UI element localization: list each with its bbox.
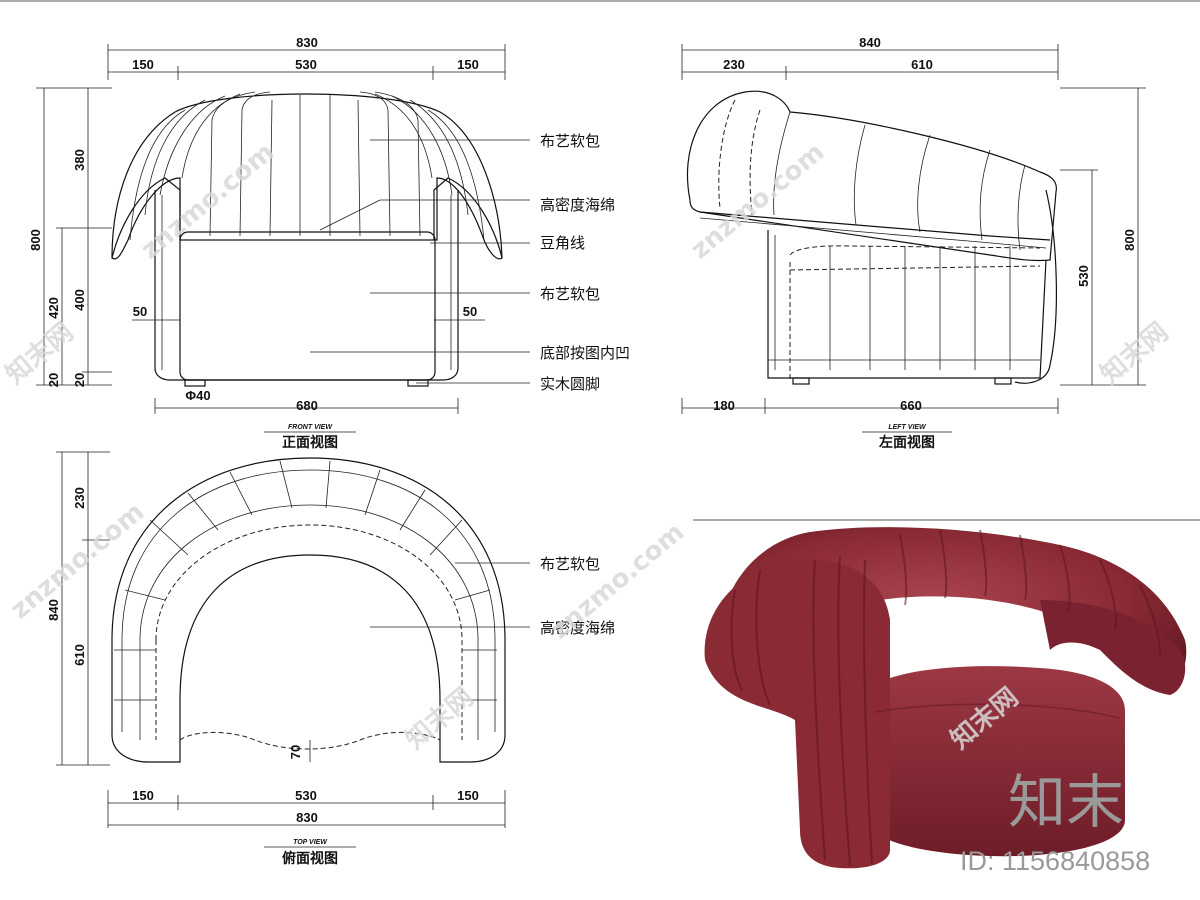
front-inset-left: 50	[133, 304, 147, 319]
left-bottom-right: 660	[900, 398, 922, 413]
left-front-part: 230	[723, 57, 745, 72]
left-overall-depth: 840	[859, 35, 881, 50]
front-top-dimensions: 830 150 530 150	[107, 35, 506, 80]
left-bottom-dimensions: 180 660	[681, 398, 1059, 414]
note-fabric-upholstery-1: 布艺软包	[540, 132, 600, 150]
front-view-title-cn: 正面视图	[282, 434, 338, 451]
top-view-title-cn: 俯面视图	[282, 850, 338, 867]
watermark-layer: znzmo.com znzmo.com znzmo.com znzmo.com …	[0, 137, 1174, 755]
front-leg-diameter: Φ40	[185, 388, 210, 403]
left-rear-part: 610	[911, 57, 933, 72]
top-middle: 530	[295, 788, 317, 803]
top-side-right: 150	[457, 788, 479, 803]
top-side-left: 150	[132, 788, 154, 803]
left-view: 840 230 610 800 530	[681, 35, 1146, 451]
watermark-cn-1: 知末网	[0, 317, 79, 390]
left-bottom-left: 180	[713, 398, 735, 413]
note-bottom-recessed: 底部按图内凹	[540, 344, 630, 362]
note-fabric-upholstery-3: 布艺软包	[540, 555, 600, 573]
note-high-density-sponge-1: 高密度海绵	[540, 196, 615, 214]
note-solid-wood-feet: 实木圆脚	[540, 375, 600, 393]
front-bottom-dimensions: Φ40 680	[154, 388, 459, 414]
front-overall-width: 830	[296, 35, 318, 50]
front-view: 830 150 530 150 800 380 420 400 20 20	[28, 35, 630, 451]
top-chair-outline: 70	[111, 457, 506, 763]
top-vertical-dimensions: 230 840 610	[46, 451, 110, 766]
top-overall-depth: 840	[46, 599, 61, 621]
watermark-text-4: znzmo.com	[545, 517, 690, 645]
front-side-right: 150	[457, 57, 479, 72]
note-high-density-sponge-2: 高密度海绵	[540, 619, 615, 637]
front-inset-right: 50	[463, 304, 477, 319]
front-side-left: 150	[132, 57, 154, 72]
left-chair-outline	[686, 90, 1058, 385]
image-id-label: ID: 1156840858	[960, 846, 1150, 876]
front-leg-height-b: 20	[72, 373, 87, 387]
front-arm-height: 420	[46, 297, 61, 319]
top-leaders	[370, 562, 530, 628]
front-view-title-en: FRONT VIEW	[288, 424, 333, 431]
front-back-height: 380	[72, 149, 87, 171]
watermark-text-3: znzmo.com	[5, 497, 150, 625]
front-middle: 530	[295, 57, 317, 72]
top-view: 230 840 610	[46, 451, 615, 867]
front-leg-height-a: 20	[46, 373, 61, 387]
left-top-dimensions: 840 230 610	[681, 35, 1059, 80]
front-seat-height: 400	[72, 289, 87, 311]
top-seat-depth: 610	[72, 644, 87, 666]
front-vertical-dimensions: 800 380 420 400 20 20	[28, 87, 112, 387]
top-back-depth: 230	[72, 487, 87, 509]
top-view-title: TOP VIEW 俯面视图	[264, 839, 356, 867]
left-view-title-cn: 左面视图	[878, 434, 935, 451]
note-fabric-upholstery-2: 布艺软包	[540, 285, 600, 303]
note-piping-line: 豆角线	[540, 234, 585, 252]
front-leaders	[310, 139, 530, 384]
left-vertical-dimensions: 800 530	[1060, 87, 1146, 386]
front-chair-outline: 50 50	[111, 91, 503, 387]
watermark-text-2: znzmo.com	[685, 137, 830, 265]
top-overall-width: 830	[296, 810, 318, 825]
front-view-title: FRONT VIEW 正面视图	[264, 424, 356, 451]
chair-render-image	[693, 519, 1200, 869]
left-seat-height: 530	[1076, 265, 1091, 287]
top-gap: 70	[288, 745, 303, 759]
brand-logo-text: 知末	[1008, 768, 1124, 836]
front-total-height: 800	[28, 229, 43, 251]
watermark-text-1: znzmo.com	[135, 137, 280, 265]
left-total-height: 800	[1122, 229, 1137, 251]
watermark-cn-2: 知末网	[1095, 317, 1174, 390]
left-view-title-en: LEFT VIEW	[888, 424, 927, 431]
front-base-width: 680	[296, 398, 318, 413]
left-view-title: LEFT VIEW 左面视图	[862, 424, 952, 451]
top-view-title-en: TOP VIEW	[293, 839, 328, 846]
top-bottom-dimensions: 150 530 150 830	[107, 788, 506, 828]
